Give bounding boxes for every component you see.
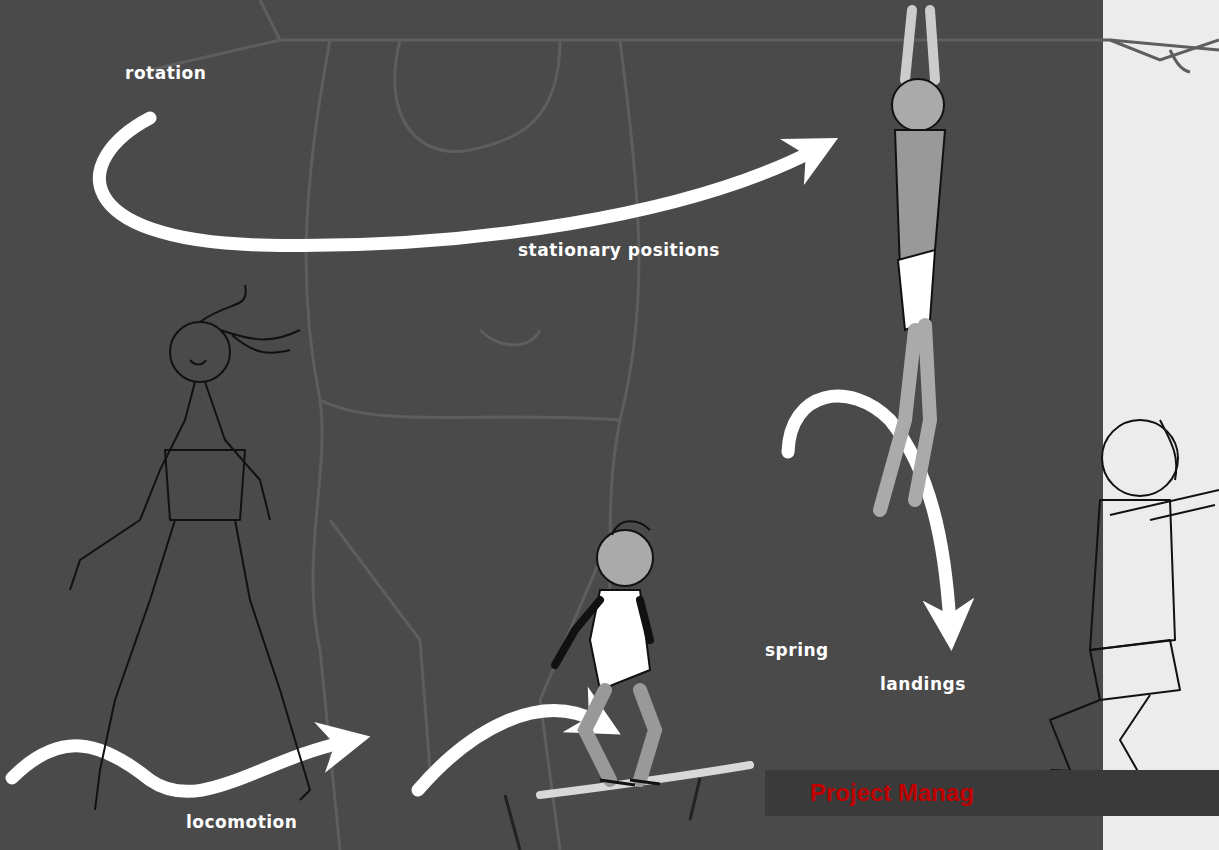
movement-label: stationary positions	[518, 240, 720, 260]
side-panel	[1103, 0, 1219, 850]
title-band: Project Manag	[765, 770, 1219, 816]
stationary-figure	[880, 10, 945, 510]
movement-arrows	[12, 118, 950, 791]
beam-child	[505, 521, 750, 850]
movement-label: rotation	[125, 63, 206, 83]
movement-label: spring	[765, 640, 829, 660]
background-figure	[150, 0, 1219, 850]
movement-label: locomotion	[186, 812, 297, 832]
landing-child	[1050, 420, 1219, 778]
movement-label: landings	[880, 674, 966, 694]
band-title: Project Manag	[810, 779, 974, 807]
walking-girl	[70, 285, 310, 810]
